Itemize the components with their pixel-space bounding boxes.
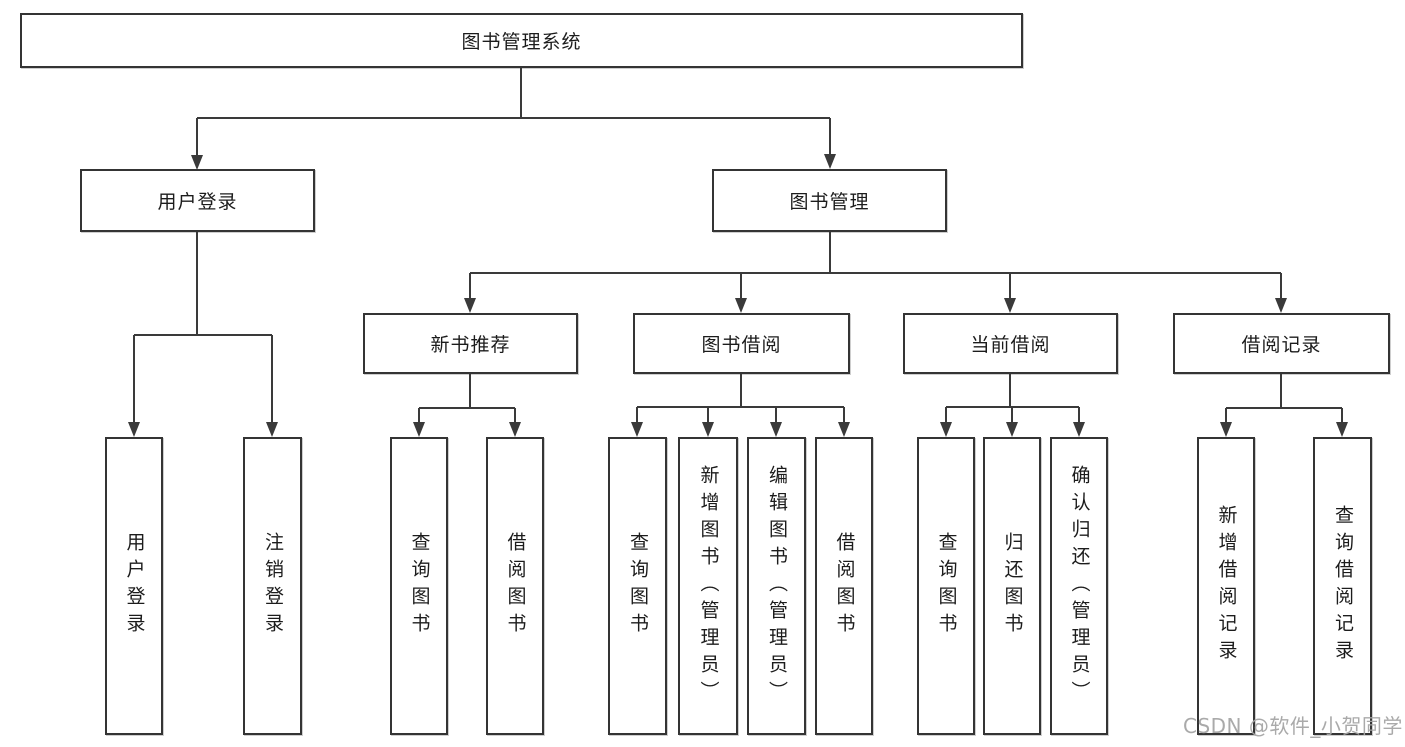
leaf-user-login: 用户登录 xyxy=(105,437,163,735)
node-label: 新书推荐 xyxy=(430,334,511,356)
leaf-label: 查询借阅记录 xyxy=(1332,505,1354,667)
leaf-borrow-books-recommendation: 借阅图书 xyxy=(486,437,544,735)
leaf-label: 用户登录 xyxy=(123,532,146,640)
leaf-confirm-return-admin: 确认归还（管理员） xyxy=(1050,437,1108,735)
node-book-borrowing: 图书借阅 xyxy=(633,313,850,374)
leaf-add-books-admin: 新增图书（管理员） xyxy=(678,437,738,735)
leaf-query-books-current: 查询图书 xyxy=(917,437,975,735)
leaf-borrow-books: 借阅图书 xyxy=(815,437,873,735)
node-root-library-management-system: 图书管理系统 xyxy=(20,13,1023,68)
node-new-book-recommendation: 新书推荐 xyxy=(363,313,578,374)
leaf-query-books-borrowing: 查询图书 xyxy=(608,437,667,735)
node-book-management: 图书管理 xyxy=(712,169,947,232)
leaf-label: 新增图书（管理员） xyxy=(697,464,720,708)
leaf-logout: 注销登录 xyxy=(243,437,302,735)
leaf-label: 借阅图书 xyxy=(833,532,856,640)
node-label: 用户登录 xyxy=(157,191,238,213)
leaf-label: 查询图书 xyxy=(627,532,649,640)
leaf-label: 借阅图书 xyxy=(504,532,527,640)
leaf-label: 新增借阅记录 xyxy=(1215,505,1238,667)
node-current-borrowing: 当前借阅 xyxy=(903,313,1118,374)
leaf-label: 归还图书 xyxy=(1001,532,1024,640)
leaf-query-borrowing-record: 查询借阅记录 xyxy=(1313,437,1372,735)
node-label: 借阅记录 xyxy=(1241,334,1322,356)
node-borrowing-records: 借阅记录 xyxy=(1173,313,1390,374)
csdn-watermark: CSDN @软件_小贺同学 xyxy=(1183,714,1403,738)
leaf-label: 确认归还（管理员） xyxy=(1068,464,1091,708)
leaf-label: 注销登录 xyxy=(262,532,284,640)
node-label: 当前借阅 xyxy=(970,334,1051,356)
node-label: 图书管理 xyxy=(789,191,870,213)
leaf-query-books-recommendation: 查询图书 xyxy=(390,437,448,735)
node-label: 图书借阅 xyxy=(701,334,782,356)
node-label: 图书管理系统 xyxy=(461,31,582,53)
leaf-add-borrowing-record: 新增借阅记录 xyxy=(1197,437,1255,735)
leaf-label: 查询图书 xyxy=(935,532,958,640)
leaf-edit-books-admin: 编辑图书（管理员） xyxy=(747,437,806,735)
leaf-label: 查询图书 xyxy=(408,532,431,640)
leaf-label: 编辑图书（管理员） xyxy=(766,464,788,708)
node-user-login: 用户登录 xyxy=(80,169,315,232)
leaf-return-books: 归还图书 xyxy=(983,437,1041,735)
